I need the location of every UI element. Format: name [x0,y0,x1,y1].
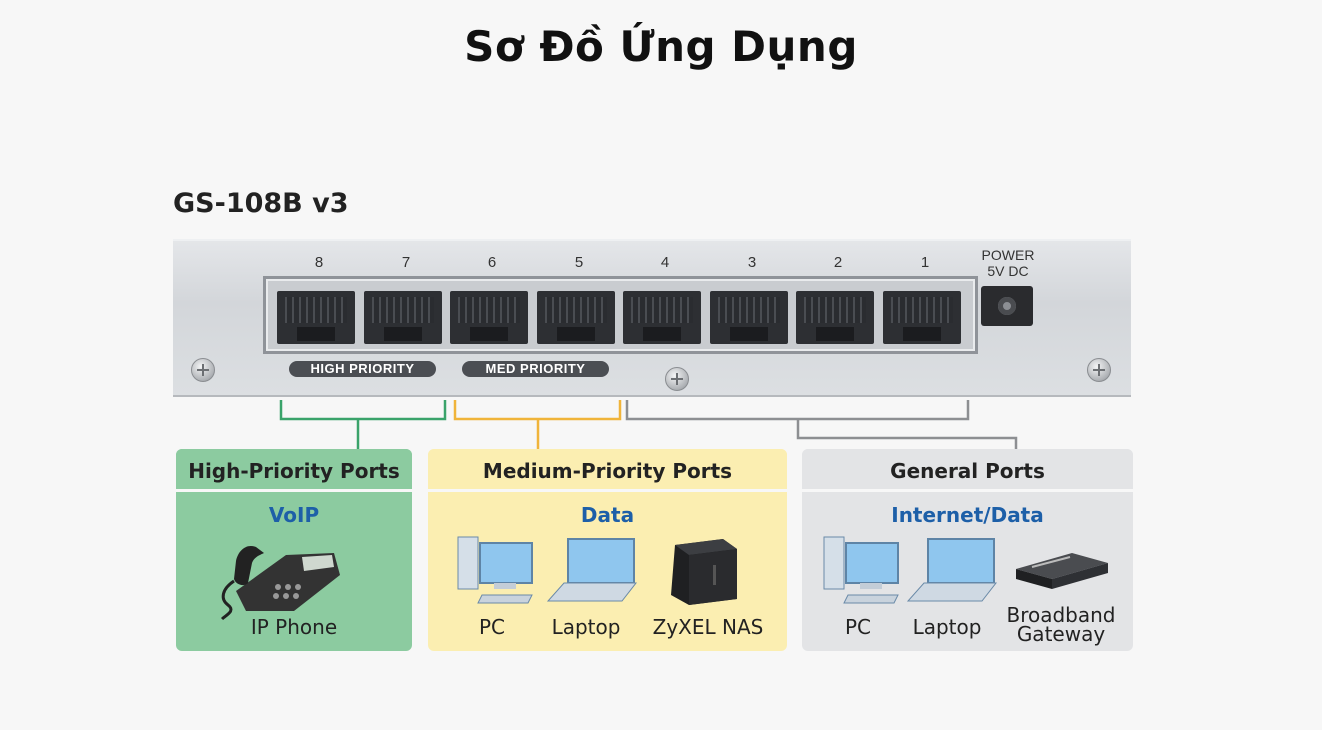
ethernet-port-icon [450,291,528,344]
device-label-ip-phone: IP Phone [250,615,338,639]
device-label-nas: ZyXEL NAS [652,615,764,639]
port-bank [263,276,978,354]
port-number-5: 5 [574,254,584,271]
port-number-7: 7 [401,254,411,271]
med-priority-pill: MED PRIORITY [462,361,609,377]
screw-icon [665,367,689,391]
nas-icon [665,535,741,611]
port-number-6: 6 [487,254,497,271]
high-priority-box: High-Priority Ports VoIP IP Phone [176,449,412,651]
high-priority-pill: HIGH PRIORITY [289,361,436,377]
medium-priority-box: Medium-Priority Ports Data PC Laptop ZyX… [428,449,787,651]
gateway-icon [1012,547,1112,595]
port-number-8: 8 [314,254,324,271]
ethernet-port-icon [537,291,615,344]
port-number-4: 4 [660,254,670,271]
power-label-line2: 5V DC [987,263,1029,279]
port-number-3: 3 [747,254,757,271]
pc-icon [822,533,904,609]
ethernet-port-icon [277,291,355,344]
ethernet-port-icon [796,291,874,344]
ethernet-port-icon [710,291,788,344]
power-label: POWER 5V DC [973,247,1043,279]
port-number-2: 2 [833,254,843,271]
model-label: GS-108B v3 [173,188,349,219]
high-priority-subtitle: VoIP [268,503,320,527]
general-ports-title: General Ports [802,449,1133,492]
switch-front-panel: 8 7 6 5 4 3 2 1 POWER 5V DC HIGH PRIORIT… [173,239,1131,397]
ip-phone-icon [216,533,346,627]
port-number-1: 1 [920,254,930,271]
general-ports-subtitle: Internet/Data [891,503,1044,527]
high-priority-title: High-Priority Ports [176,449,412,492]
laptop-icon [546,537,640,607]
device-label-pc: PC [478,615,506,639]
power-label-line1: POWER [981,247,1035,263]
ethernet-port-icon [883,291,961,344]
page-title: Sơ Đồ Ứng Dụng [464,22,858,71]
screw-icon [191,358,215,382]
medium-connector [453,400,622,449]
ethernet-port-icon [623,291,701,344]
device-label-laptop: Laptop [912,615,982,639]
general-ports-box: General Ports Internet/Data PC Laptop Br… [802,449,1133,651]
device-label-laptop: Laptop [551,615,621,639]
device-label-gateway: Broadband Gateway [1006,603,1116,646]
medium-priority-subtitle: Data [580,503,635,527]
pc-icon [456,533,538,609]
power-jack-icon [981,286,1033,326]
ethernet-port-icon [364,291,442,344]
screw-icon [1087,358,1111,382]
general-connector [625,400,1018,449]
high-connector [279,400,447,449]
device-label-pc: PC [844,615,872,639]
laptop-icon [906,537,1000,607]
medium-priority-title: Medium-Priority Ports [428,449,787,492]
